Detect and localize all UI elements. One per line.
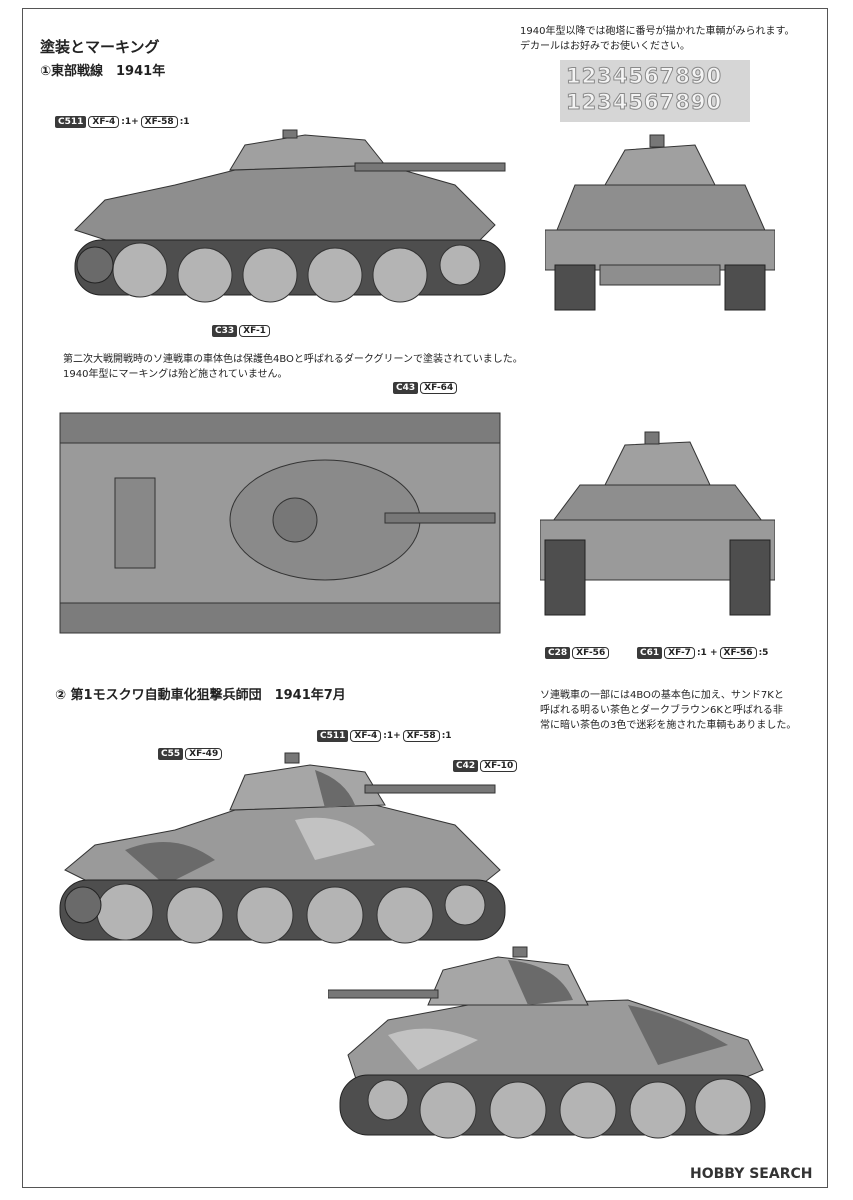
- callout-c42: C42 XF-10: [453, 760, 518, 772]
- decal-code: C33: [212, 325, 238, 337]
- decal-note-line-1: 1940年型以降では砲塔に番号が描かれた車輌がみられます。: [520, 26, 795, 37]
- paint-code: XF-10: [480, 760, 518, 772]
- scheme1-title: ①東部戦線 1941年: [40, 64, 166, 79]
- ratio: :1+: [121, 117, 139, 127]
- decal-number-row-2: 1234567890: [565, 90, 723, 115]
- page-border: [22, 8, 828, 1188]
- decal-code: C42: [453, 760, 479, 772]
- tank2-side-view-reverse: [328, 946, 766, 1139]
- ratio: :1: [441, 731, 452, 741]
- page-title: 塗装とマーキング: [40, 38, 160, 56]
- scheme1-note-line-2: 1940年型にマーキングは殆ど施されていません。: [63, 369, 288, 380]
- scheme2-note-line-3: 常に暗い茶色の3色で迷彩を施された車輌もありました。: [540, 720, 797, 731]
- paint-code: XF-4: [350, 730, 382, 742]
- scheme1-note-line-1: 第二次大戦開戦時のソ連戦車の車体色は保護色4BOと呼ばれるダークグリーンで塗装さ…: [63, 354, 523, 365]
- ratio: :1 +: [696, 648, 718, 658]
- callout-c511-bottom: C511 XF-4 :1+ XF-58 :1: [317, 730, 452, 742]
- decal-code: C55: [158, 748, 184, 760]
- paint-code: XF-4: [88, 116, 120, 128]
- ratio: :1: [179, 117, 190, 127]
- tank1-front-view: [545, 134, 775, 311]
- paint-code: XF-56: [719, 647, 757, 659]
- tank1-rear-view: [540, 431, 775, 616]
- callout-c28: C28 XF-56: [545, 647, 610, 659]
- ratio: :5: [758, 648, 769, 658]
- scheme2-note: ソ連戦車の一部には4BOの基本色に加え、サンド7Kと 呼ばれる明るい茶色とダーク…: [540, 688, 796, 733]
- decal-note-line-2: デカールはお好みでお使いください。: [520, 41, 690, 52]
- decal-number-row-1: 1234567890: [565, 64, 723, 89]
- callout-c55: C55 XF-49: [158, 748, 223, 760]
- decal-number-sheet: 1234567890 1234567890: [560, 60, 750, 122]
- tank1-side-view: [74, 129, 506, 303]
- callout-c33: C33 XF-1: [212, 325, 270, 337]
- paint-code: XF-1: [239, 325, 270, 337]
- decal-note: 1940年型以降では砲塔に番号が描かれた車輌がみられます。 デカールはお好みでお…: [520, 24, 794, 54]
- decal-code: C43: [393, 382, 419, 394]
- scheme2-note-line-1: ソ連戦車の一部には4BOの基本色に加え、サンド7Kと: [540, 690, 784, 701]
- tank1-top-view: [59, 412, 501, 634]
- decal-code: C511: [55, 116, 87, 128]
- paint-code: XF-58: [140, 116, 178, 128]
- paint-code: XF-56: [572, 647, 610, 659]
- ratio: :1+: [383, 731, 401, 741]
- callout-c43: C43 XF-64: [393, 382, 458, 394]
- paint-code: XF-7: [664, 647, 695, 659]
- callout-c61: C61 XF-7 :1 + XF-56 :5: [637, 647, 768, 659]
- callout-c511-top: C511 XF-4 :1+ XF-58 :1: [55, 116, 190, 128]
- tank2-side-view: [59, 752, 506, 944]
- decal-code: C511: [317, 730, 349, 742]
- paint-code: XF-64: [420, 382, 458, 394]
- scheme2-note-line-2: 呼ばれる明るい茶色とダークブラウン6Kと呼ばれる非: [540, 705, 783, 716]
- scheme1-note: 第二次大戦開戦時のソ連戦車の車体色は保護色4BOと呼ばれるダークグリーンで塗装さ…: [63, 352, 523, 382]
- scheme2-title: ② 第1モスクワ自動車化狙撃兵師団 1941年7月: [55, 688, 346, 703]
- paint-code: XF-49: [185, 748, 223, 760]
- paint-code: XF-58: [402, 730, 440, 742]
- decal-code: C61: [637, 647, 663, 659]
- watermark: HOBBY SEARCH: [690, 1166, 813, 1182]
- decal-code: C28: [545, 647, 571, 659]
